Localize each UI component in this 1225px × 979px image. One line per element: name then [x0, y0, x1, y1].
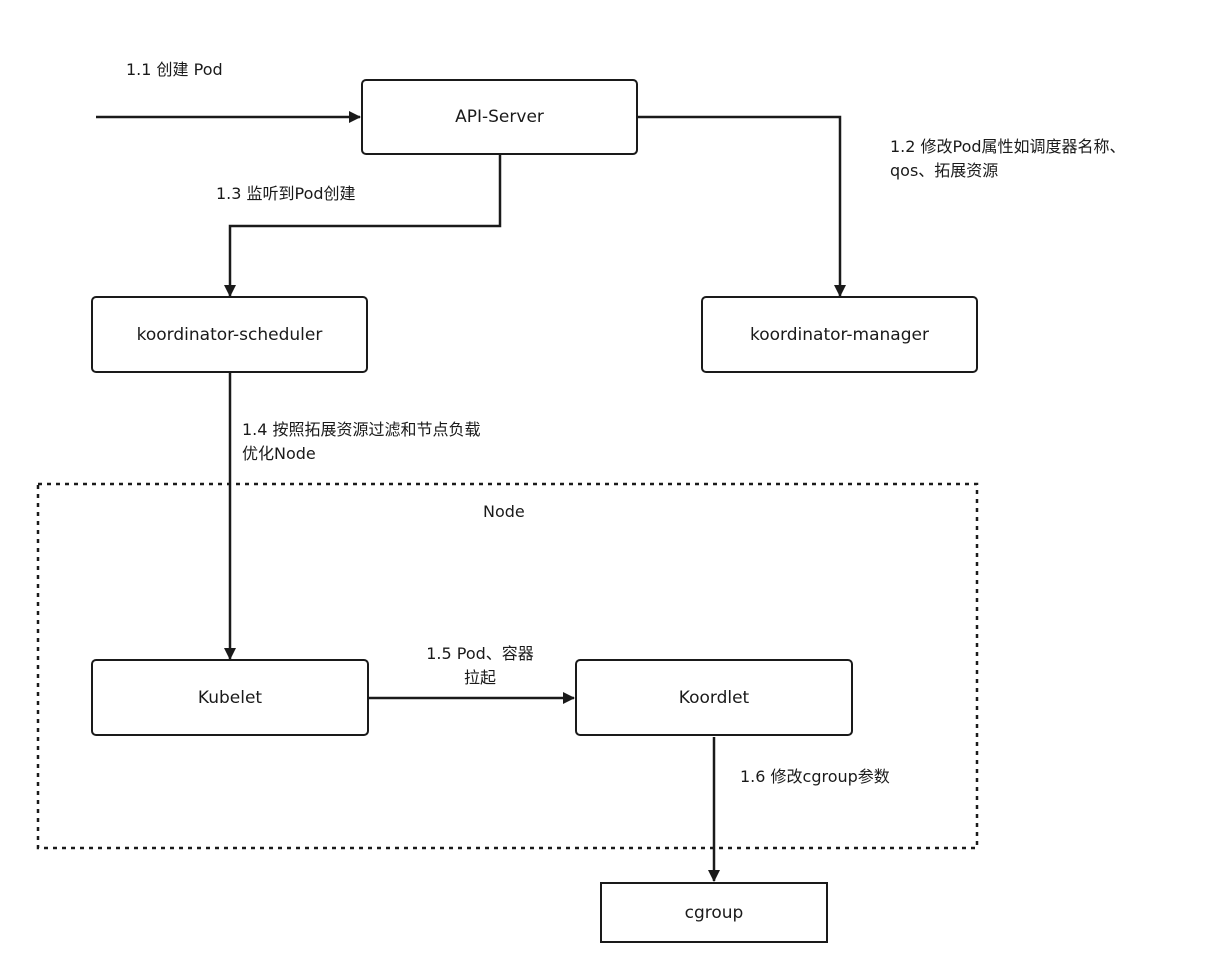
- edge-label-1-5: 1.5 Pod、容器 拉起: [426, 644, 534, 687]
- edge-label-1-4: 1.4 按照拓展资源过滤和节点负载 优化Node: [242, 420, 481, 463]
- edge-label-1-1: 1.1 创建 Pod: [126, 60, 223, 79]
- api-server-label: API-Server: [455, 107, 544, 127]
- scheduler-label: koordinator-scheduler: [136, 324, 323, 345]
- manager-label: koordinator-manager: [750, 324, 929, 345]
- node-group-frame: [36, 482, 979, 850]
- node-group-label: Node: [483, 502, 525, 521]
- scheduler-node: koordinator-scheduler: [91, 296, 368, 373]
- edge-1-2: [638, 115, 846, 297]
- edge-label-1-3: 1.3 监听到Pod创建: [216, 184, 356, 203]
- api-server-node: API-Server: [361, 79, 638, 155]
- edge-1-3: [224, 155, 502, 297]
- edge-label-1-6: 1.6 修改cgroup参数: [740, 767, 890, 786]
- cgroup-node: cgroup: [600, 882, 828, 943]
- kubelet-node: Kubelet: [91, 659, 369, 736]
- cgroup-label: cgroup: [684, 902, 744, 923]
- edge-label-1-2: 1.2 修改Pod属性如调度器名称、 qos、拓展资源: [890, 137, 1126, 180]
- koordlet-node: Koordlet: [575, 659, 853, 736]
- kubelet-label: Kubelet: [197, 687, 263, 708]
- koordlet-label: Koordlet: [678, 687, 750, 708]
- manager-node: koordinator-manager: [701, 296, 978, 373]
